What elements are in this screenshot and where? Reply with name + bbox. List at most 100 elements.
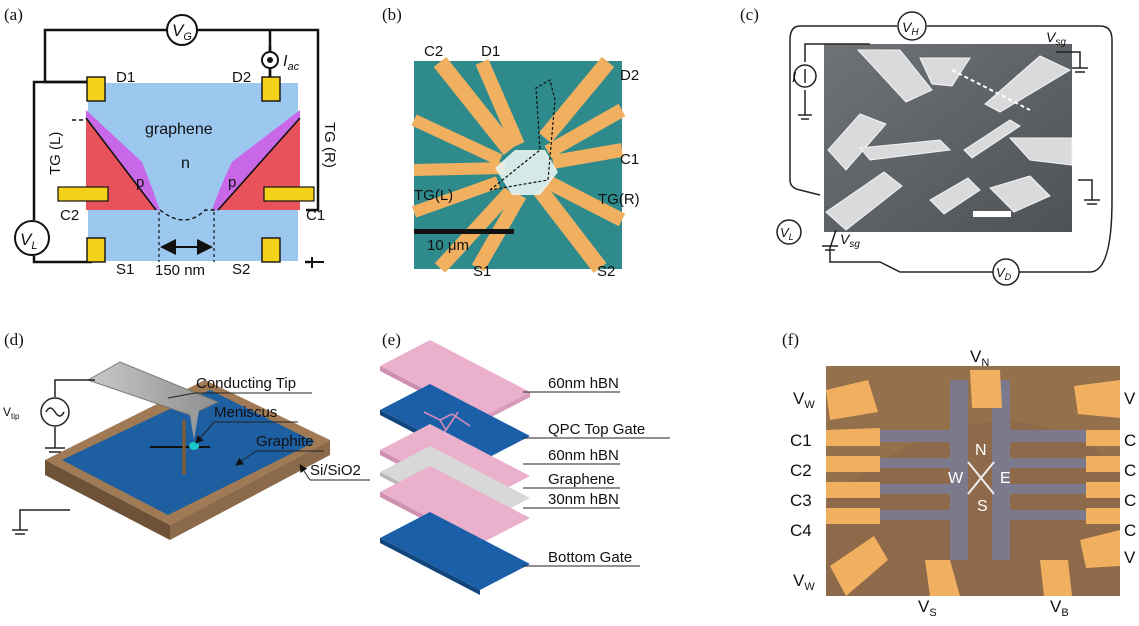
label-right-0: V: [1124, 389, 1136, 408]
meniscus-drop: [189, 442, 199, 450]
svg-text:VW: VW: [793, 389, 815, 411]
label-c2: C2: [790, 461, 812, 480]
circuit-wires-d: [12, 379, 95, 535]
vg-source-icon: [166, 14, 198, 46]
panel-label-a: (a): [4, 5, 23, 24]
layer-label-1: QPC Top Gate: [548, 421, 645, 438]
graphite-flake: [62, 390, 315, 515]
scale-label: 10 μm: [427, 237, 469, 254]
label-substrate: Si/SiO2: [310, 462, 361, 479]
label-d2: D2: [620, 67, 639, 84]
label-n: n: [181, 155, 190, 172]
svg-text:VS: VS: [918, 597, 937, 619]
ground-symbols-c: [798, 67, 1100, 251]
label-tip: Conducting Tip: [196, 375, 296, 392]
label-graphene: graphene: [145, 121, 213, 138]
gate-edges: [85, 117, 301, 211]
svg-text:VG: VG: [172, 21, 192, 43]
layer-label-4: 30nm hBN: [548, 491, 619, 508]
label-s1: S1: [473, 263, 491, 280]
label-n: N: [975, 442, 987, 459]
substrate-side-left: [45, 460, 170, 540]
vl-meter-icon: [776, 219, 802, 245]
svg-text:VL: VL: [20, 230, 37, 252]
layer-label-5: Bottom Gate: [548, 549, 632, 566]
cantilever: [86, 361, 220, 416]
label-tg-right: TG (R): [321, 122, 338, 168]
label-s1: S1: [116, 261, 134, 278]
label-c2: C2: [424, 43, 443, 60]
label-c1: C1: [620, 151, 639, 168]
contact-c1: [263, 186, 315, 202]
label-right-2: C: [1124, 461, 1136, 480]
label-tg-left: TG (L): [47, 132, 64, 175]
label-d1: D1: [116, 69, 135, 86]
label-s2: S2: [232, 261, 250, 278]
label-s2: S2: [597, 263, 615, 280]
svg-text:VW: VW: [793, 571, 815, 593]
label-d2: D2: [232, 69, 251, 86]
contact-s2: [261, 237, 281, 263]
svg-text:VN: VN: [970, 347, 989, 369]
gate-dashed-outline: [72, 119, 218, 221]
svg-text:Vsg: Vsg: [840, 231, 860, 250]
layer-label-2: 60nm hBN: [548, 447, 619, 464]
label-right-3: C: [1124, 491, 1136, 510]
contact-s1: [86, 237, 106, 263]
flake-center: [495, 150, 558, 195]
panel-label-d: (d): [4, 330, 24, 349]
label-c1: C1: [306, 207, 325, 224]
label-tg-right: TG(R): [598, 191, 640, 208]
flake-outline: [489, 79, 556, 191]
panel-f: (f): [782, 330, 1136, 619]
label-p-left: p: [136, 174, 144, 191]
panel-c: (c) VH I: [740, 5, 1113, 286]
panel-label-f: (f): [782, 330, 799, 349]
layer-stack: [380, 340, 530, 595]
sem-scale-bar: [973, 211, 1011, 217]
label-w: W: [948, 470, 964, 487]
layer-label-0: 60nm hBN: [548, 375, 619, 392]
svg-text:Vsg: Vsg: [1046, 29, 1066, 48]
panel-d: (d) Vtip Conducting Tip Meniscus G: [3, 330, 370, 540]
svg-text:Vtip: Vtip: [3, 405, 20, 421]
panel-label-e: (e): [382, 330, 401, 349]
gold-pads: [826, 370, 1120, 596]
circuit-wires-c: [789, 25, 1113, 273]
panel-label-c: (c): [740, 5, 759, 24]
gate-fingers: [860, 380, 1100, 560]
label-d1: D1: [481, 43, 500, 60]
panel-b: (b) 10 μm C2 D1 D2 C1 TG(L) TG(R) S1 S2: [382, 5, 640, 280]
contact-d2: [261, 76, 281, 102]
scale-bar: [414, 229, 514, 234]
ground-symbol-a: [305, 257, 324, 268]
label-graphite: Graphite: [256, 433, 314, 450]
panel-a: (a) VG: [4, 5, 338, 279]
svg-text:VD: VD: [996, 265, 1012, 282]
label-tg-left: TG(L): [414, 187, 453, 204]
label-right-4: C: [1124, 521, 1136, 540]
label-c3: C3: [790, 491, 812, 510]
label-right-1: C: [1124, 431, 1136, 450]
label-p-right: p: [228, 174, 236, 191]
label-right-5: V: [1124, 548, 1136, 567]
vl-meter-icon: [14, 220, 50, 256]
layer-leaders: [523, 391, 670, 567]
contact-c2: [57, 186, 109, 202]
vh-meter-icon: [897, 11, 927, 41]
svg-text:VL: VL: [780, 225, 794, 242]
label-width: 150 nm: [155, 262, 205, 279]
svg-text:Iac: Iac: [283, 53, 300, 73]
label-c4: C4: [790, 521, 812, 540]
label-s: S: [977, 498, 988, 515]
label-e: E: [1000, 470, 1011, 487]
vd-meter-icon: [992, 258, 1020, 286]
label-c2: C2: [60, 207, 79, 224]
layer-label-3: Graphene: [548, 471, 615, 488]
label-c1: C1: [790, 431, 812, 450]
label-i: I: [792, 69, 796, 86]
panel-label-b: (b): [382, 5, 402, 24]
substrate-side-right: [170, 440, 330, 540]
svg-text:VH: VH: [902, 19, 919, 38]
